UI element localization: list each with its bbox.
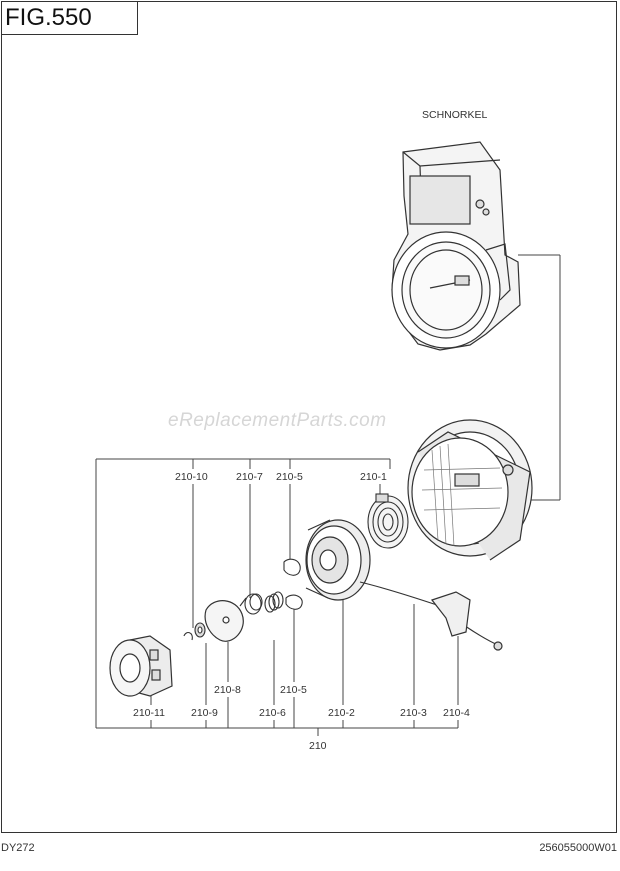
drawing-code: 256055000W01 [539,842,617,854]
part-210-10-clip [183,631,193,641]
label-210-10: 210-10 [175,471,208,483]
label-210-4: 210-4 [443,707,470,719]
watermark: eReplacementParts.com [168,410,387,431]
starter-case [407,419,533,561]
part-210-3-rope [359,581,501,647]
part-210-9-screw [194,622,206,638]
schnorkel-housing [391,141,521,351]
label-210-5-bottom: 210-5 [280,684,307,696]
model-code: DY272 [1,842,35,854]
part-210-8-plate [204,600,244,642]
part-210-5-ratchets [283,558,303,610]
part-210-1-spring [367,493,409,549]
part-210-2-reel [305,519,371,601]
label-210-9: 210-9 [191,707,218,719]
label-210-2: 210-2 [328,707,355,719]
label-210-1: 210-1 [360,471,387,483]
schnorkel-label: SCHNORKEL [422,109,488,121]
label-210: 210 [309,740,327,752]
part-210-6-spring [264,591,284,613]
part-210-11-pulley [109,635,173,697]
label-210-11: 210-11 [133,707,165,719]
label-210-3: 210-3 [400,707,427,719]
figure-title: FIG.550 [1,1,138,35]
label-210-7: 210-7 [236,471,263,483]
label-210-8: 210-8 [214,684,241,696]
part-210-4-handle [431,591,503,651]
label-210-5-top: 210-5 [276,471,303,483]
drawing-frame [1,1,617,833]
leader-lines [95,254,561,736]
label-210-6: 210-6 [259,707,286,719]
part-210-7-spring [239,593,263,615]
